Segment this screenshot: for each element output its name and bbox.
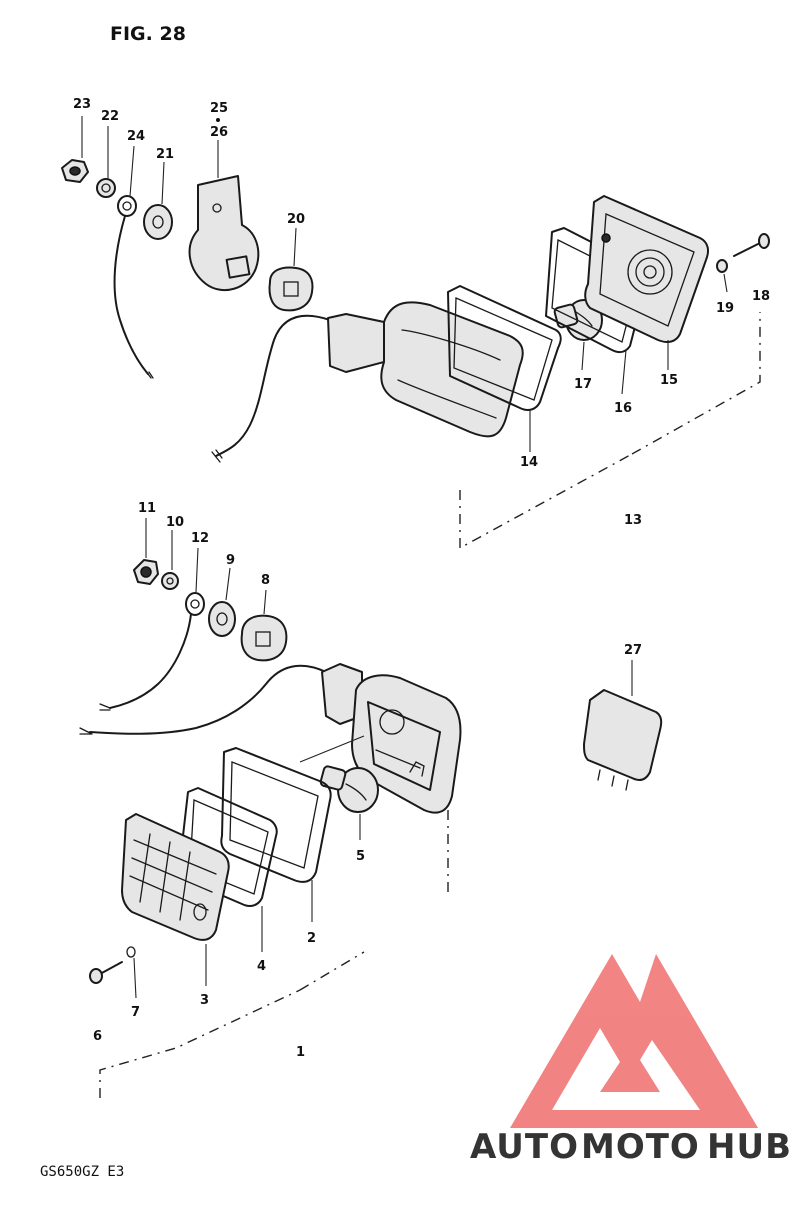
- part-labels: 23 22 24 21 25 26 20 14 17 16 15 19 18 1…: [73, 97, 770, 1060]
- label-25: 25: [210, 101, 228, 116]
- label-14: 14: [520, 455, 538, 470]
- top-housing-wire: [215, 314, 331, 457]
- label-21: 21: [156, 147, 174, 162]
- gasket-2: [220, 747, 332, 883]
- label-5: 5: [356, 849, 365, 864]
- lens-15: [584, 195, 709, 343]
- label-19: 19: [716, 301, 734, 316]
- lamp-housing-top: [327, 301, 524, 438]
- label-15: 15: [660, 373, 678, 388]
- screw-18: [733, 233, 770, 257]
- logo-text-moto: MOTO: [581, 1127, 700, 1167]
- label-18: 18: [752, 289, 770, 304]
- label-2: 2: [307, 931, 316, 946]
- label-7: 7: [131, 1005, 140, 1020]
- label-12: 12: [191, 531, 209, 546]
- label-22: 22: [101, 109, 119, 124]
- label-6: 6: [93, 1029, 102, 1044]
- top-turn-signal-assembly: [61, 159, 770, 463]
- label-26: 26: [210, 125, 228, 140]
- washer-9: [208, 601, 236, 637]
- figure-title: FIG. 28: [110, 23, 186, 45]
- lens-3: [121, 813, 230, 941]
- gasket-14: [447, 285, 562, 411]
- label-10: 10: [166, 515, 184, 530]
- label-16: 16: [614, 401, 632, 416]
- nut-11: [133, 559, 159, 585]
- label-8: 8: [261, 573, 270, 588]
- label-1: 1: [296, 1045, 305, 1060]
- washer-22: [96, 178, 116, 198]
- label-24: 24: [127, 129, 145, 144]
- label-4: 4: [257, 959, 266, 974]
- grommet-20: [268, 266, 314, 312]
- label-3: 3: [200, 993, 209, 1008]
- washer-19: [716, 259, 728, 273]
- group-line-13: [459, 453, 633, 550]
- bulb-5: [319, 765, 379, 813]
- leader-lines: [81, 116, 728, 999]
- ground-lead-24: [113, 195, 154, 379]
- label-20: 20: [287, 212, 305, 227]
- label-13: 13: [624, 513, 642, 528]
- lamp-housing-bottom: [321, 663, 462, 814]
- model-code: GS650GZ E3: [40, 1164, 124, 1180]
- automotohub-logo: AUTO MOTO HUB: [470, 954, 792, 1167]
- screw-6: [89, 961, 123, 984]
- washer-7: [126, 946, 136, 958]
- washer-21: [143, 204, 173, 240]
- group-line-1: [99, 989, 301, 1098]
- logo-text-hub: HUB: [707, 1127, 792, 1167]
- logo-triangle-mark: [510, 954, 758, 1128]
- bracket-25-26: [188, 175, 260, 292]
- ground-lead-12: [99, 592, 205, 711]
- grommet-8: [240, 614, 288, 662]
- nut-23: [61, 159, 89, 183]
- label-11: 11: [138, 501, 156, 516]
- bottom-housing-wire: [89, 664, 327, 735]
- flasher-relay-27: [583, 689, 663, 791]
- washer-10: [161, 572, 179, 590]
- label-dot-25-26: [216, 118, 220, 122]
- label-9: 9: [226, 553, 235, 568]
- bottom-turn-signal-assembly: [79, 559, 663, 984]
- label-27: 27: [624, 643, 642, 658]
- logo-text-auto: AUTO: [470, 1127, 579, 1167]
- label-17: 17: [574, 377, 592, 392]
- label-23: 23: [73, 97, 91, 112]
